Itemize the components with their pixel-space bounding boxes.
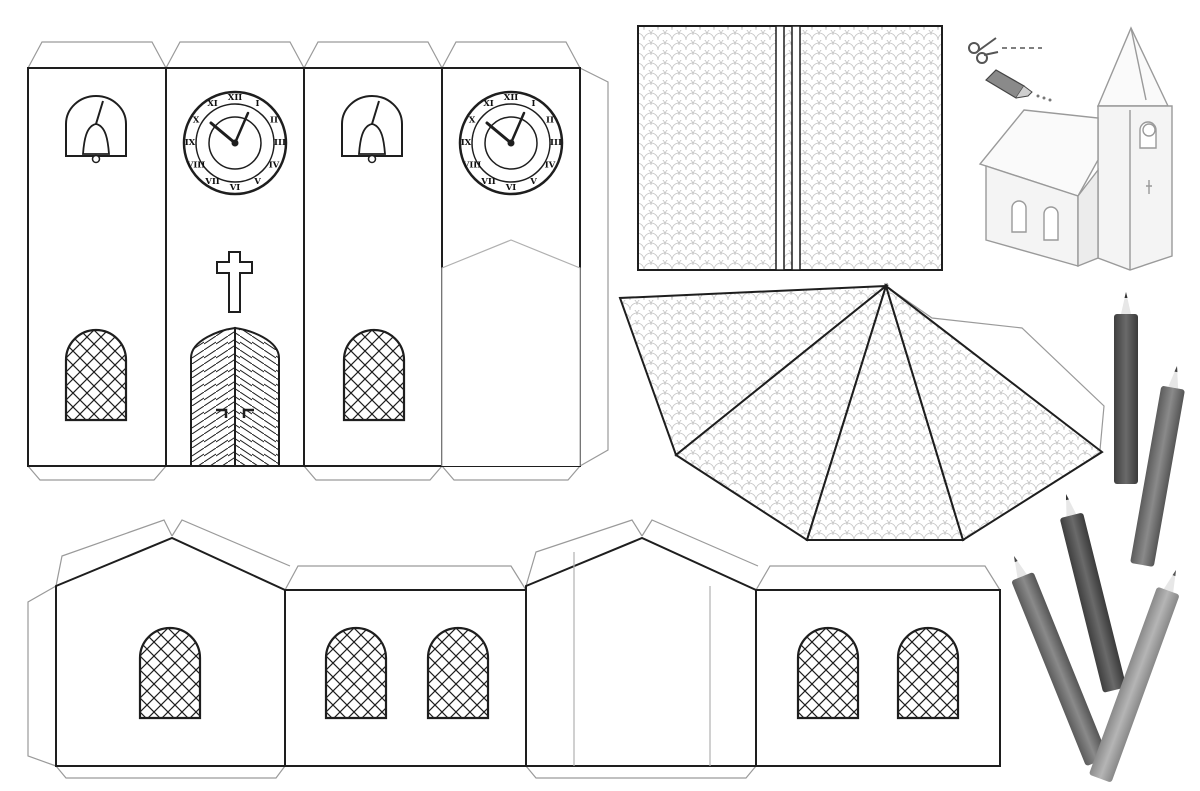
tower-attach-guide — [573, 552, 711, 766]
clock-numeral: I — [532, 99, 536, 109]
pencil-icon — [1060, 494, 1126, 693]
gable-outline — [441, 239, 581, 466]
glue-flap — [641, 519, 759, 567]
glue-flap — [55, 765, 286, 779]
lattice-window — [426, 626, 490, 720]
glue-flap — [55, 519, 173, 587]
lattice-window — [138, 626, 202, 720]
spire-roof-net — [618, 282, 1105, 542]
nave-net — [27, 519, 1001, 779]
glue-flap — [27, 41, 167, 69]
glue-flap — [441, 465, 581, 481]
clock-numeral: VII — [204, 177, 220, 187]
glue-flap — [284, 565, 527, 591]
nave-gable-end-blank — [525, 536, 757, 767]
clock-numeral: IV — [545, 161, 556, 171]
clock-numeral: XI — [207, 99, 218, 109]
pencil-icon — [1130, 366, 1185, 567]
bell-icon — [341, 95, 403, 164]
clock-numeral: IX — [461, 138, 472, 148]
clock-numeral: X — [469, 116, 476, 126]
pencil-icon — [1089, 570, 1179, 782]
cross-icon — [216, 251, 253, 313]
clock-numeral: V — [529, 177, 537, 187]
scissors-icon — [968, 37, 1042, 64]
assembled-church-preview — [978, 26, 1173, 271]
clock-numeral: III — [274, 138, 286, 148]
clock-numeral: II — [270, 116, 278, 126]
nave-side-wall — [284, 589, 527, 767]
glue-tube-icon — [985, 69, 1052, 102]
lattice-window — [324, 626, 388, 720]
colored-pencils — [1012, 292, 1185, 782]
bell-icon — [65, 95, 127, 164]
clock-numeral: VII — [480, 177, 496, 187]
nave-side-wall — [755, 589, 1001, 767]
glue-flap — [303, 465, 443, 481]
lattice-window — [796, 626, 860, 720]
glue-flap — [165, 41, 305, 69]
nave-roof-panel — [637, 25, 943, 271]
pencil-icon — [1114, 292, 1138, 484]
glue-flap — [27, 465, 167, 481]
lattice-window — [896, 626, 960, 720]
lattice-window — [64, 328, 128, 422]
clock-numeral: VI — [505, 183, 517, 193]
church-door — [190, 326, 280, 467]
clock-numeral: II — [546, 116, 554, 126]
lattice-window — [342, 328, 406, 422]
glue-flap — [525, 765, 757, 779]
clock-numeral: VI — [229, 183, 241, 193]
pencil-icon — [1012, 556, 1108, 766]
glue-flap — [303, 41, 443, 69]
glue-flap — [171, 519, 291, 567]
clock-numeral: I — [256, 99, 260, 109]
clock-numeral: IV — [269, 161, 280, 171]
glue-flap — [579, 67, 609, 467]
glue-flap — [441, 41, 581, 69]
clock-numeral: X — [193, 116, 200, 126]
glue-flap — [27, 585, 57, 767]
clock-numeral: III — [550, 138, 562, 148]
clock-numeral: VIII — [186, 161, 206, 171]
clock-numeral: XI — [483, 99, 494, 109]
clock-numeral: IX — [185, 138, 196, 148]
clock-numeral: XII — [228, 93, 243, 103]
glue-flap — [525, 519, 643, 587]
clock-numeral: VIII — [462, 161, 482, 171]
clock-numeral: XII — [504, 93, 519, 103]
clock-numeral: V — [253, 177, 261, 187]
glue-flap — [755, 565, 1001, 591]
